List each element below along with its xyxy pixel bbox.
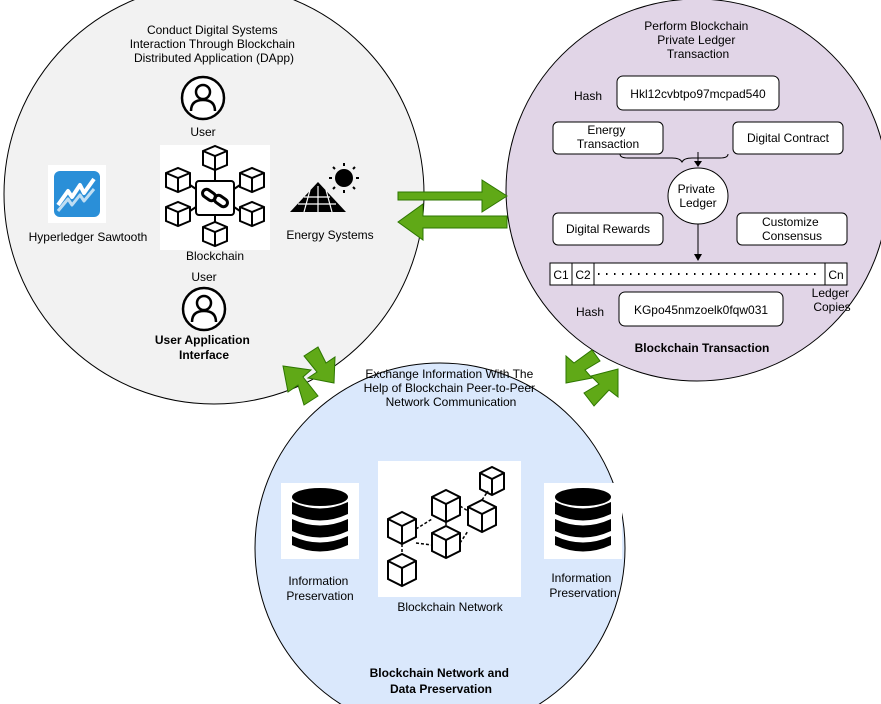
hash-box-top	[616, 75, 780, 111]
user-interface-icon	[181, 286, 227, 332]
ledger-copy-cn: Cn	[828, 268, 843, 282]
customize-consensus-line-2: Consensus	[762, 229, 822, 243]
arrow-bottom-to-left	[282, 365, 319, 406]
hyperledger-sawtooth-icon	[48, 165, 106, 223]
digital-contract-label: Digital Contract	[747, 131, 830, 145]
arrow-left-to-bottom	[303, 346, 336, 384]
energy-transaction-line-1: Energy	[587, 123, 625, 137]
blockchain-transaction-title: Blockchain Transaction	[635, 341, 770, 355]
tx-title-line-2: Private Ledger	[657, 33, 735, 47]
customize-consensus-label: Customize Consensus	[762, 215, 822, 243]
user-bottom-label: User	[191, 270, 216, 284]
energy-transaction-label: Energy Transaction	[577, 123, 639, 151]
user-application-interface-title: User Application Interface	[155, 333, 253, 362]
info-preservation-left-label: Information Preservation	[286, 574, 353, 603]
private-ledger-line-1: Private	[678, 182, 716, 196]
hash-label-top: Hash	[574, 89, 602, 103]
tx-title-line-1: Perform Blockchain	[644, 19, 748, 33]
info-left-line-1: Information	[288, 574, 348, 588]
info-right-line-2: Preservation	[549, 586, 616, 600]
digital-rewards-box	[552, 212, 664, 246]
hash-box-bottom	[618, 291, 784, 327]
network-title-line-1: Exchange Information With The	[365, 367, 533, 381]
arrow-into-ledger-head	[694, 161, 702, 167]
network-preservation-line-2: Data Preservation	[390, 682, 492, 696]
database-icon-left	[281, 483, 359, 559]
solar-house-icon	[290, 163, 359, 213]
ledger-copies-row	[549, 262, 848, 286]
blockchain-network-icon	[378, 461, 521, 597]
network-preservation-line-1: Blockchain Network and	[370, 666, 509, 680]
ledger-copies-label-line-2: Copies	[813, 300, 850, 314]
energy-systems-label: Energy Systems	[286, 228, 373, 242]
user-icon	[180, 75, 226, 121]
tx-title-line-3: Transaction	[667, 47, 729, 61]
blockchain-label: Blockchain	[186, 249, 244, 263]
info-right-line-1: Information	[551, 571, 611, 585]
arrow-right-to-left	[397, 203, 508, 241]
customize-consensus-box	[736, 212, 848, 246]
ledger-brace-connector	[619, 153, 729, 164]
info-preservation-right-label: Information Preservation	[549, 571, 616, 600]
dapp-title: Conduct Digital Systems Interaction Thro…	[130, 23, 299, 65]
digital-contract-box	[732, 121, 844, 155]
network-title: Exchange Information With The Help of Bl…	[364, 367, 539, 409]
hyperledger-label: Hyperledger Sawtooth	[29, 230, 148, 244]
info-left-line-2: Preservation	[286, 589, 353, 603]
ledger-copy-c1: C1	[553, 268, 569, 282]
database-icon-right	[544, 483, 622, 559]
hash-label-bottom: Hash	[576, 305, 604, 319]
network-preservation-title: Blockchain Network and Data Preservation	[370, 666, 513, 696]
arrow-bottom-to-right	[583, 368, 619, 407]
energy-transaction-line-2: Transaction	[577, 137, 639, 151]
ledger-copies-label-line-1: Ledger	[812, 286, 849, 300]
energy-transaction-box	[552, 121, 664, 155]
uai-line-2: Interface	[179, 348, 229, 362]
customize-consensus-line-1: Customize	[762, 215, 819, 229]
ledger-copy-c2: C2	[575, 268, 591, 282]
arrow-right-to-bottom	[565, 349, 601, 384]
network-title-line-2: Help of Blockchain Peer-to-Peer	[364, 381, 535, 395]
uai-line-1: User Application	[155, 333, 250, 347]
ledger-copies-label: Ledger Copies	[812, 286, 853, 314]
private-ledger-label: Private Ledger	[678, 182, 719, 210]
user-top-label: User	[190, 125, 215, 139]
private-ledger-line-2: Ledger	[679, 196, 716, 210]
hash-value-bottom: KGpo45nmzoelk0fqw031	[634, 303, 768, 317]
dapp-title-line-1: Conduct Digital Systems	[147, 23, 278, 37]
blockchain-icon	[160, 144, 270, 250]
digital-rewards-label: Digital Rewards	[566, 222, 650, 236]
network-title-line-3: Network Communication	[386, 395, 517, 409]
blockchain-network-label: Blockchain Network	[397, 600, 503, 614]
dapp-title-line-3: Distributed Application (DApp)	[134, 51, 294, 65]
dapp-title-line-2: Interaction Through Blockchain	[130, 37, 295, 51]
ledger-to-copies-arrow-head	[694, 254, 702, 261]
arrow-left-to-right	[397, 179, 508, 213]
transaction-title: Perform Blockchain Private Ledger Transa…	[644, 19, 751, 61]
hash-value-top: Hkl12cvbtpo97mcpad540	[630, 87, 766, 101]
